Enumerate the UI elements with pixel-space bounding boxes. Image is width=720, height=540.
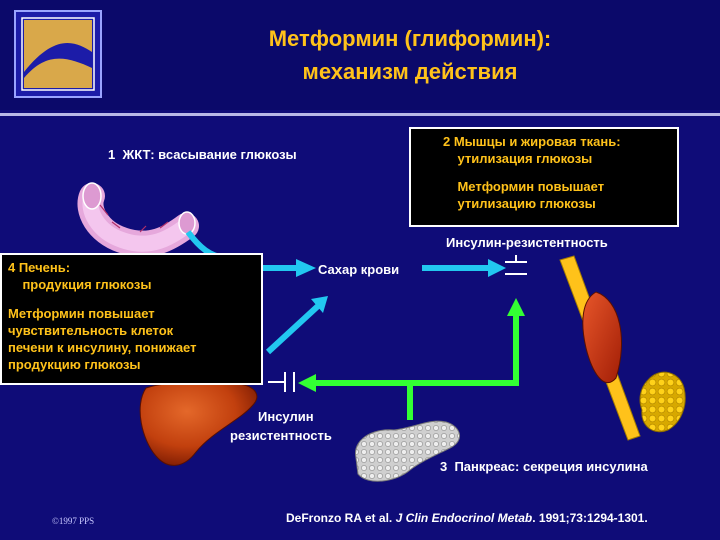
liver-box-line-5: печени к инсулину, понижает	[8, 339, 261, 356]
citation-rest: . 1991;73:1294-1301.	[532, 511, 647, 525]
muscle-illustration	[560, 256, 640, 440]
intestine-illustration	[83, 183, 195, 244]
liver-box-line-6: продукцию глюкозы	[8, 356, 261, 373]
copyright: ©1997 PPS	[52, 516, 94, 526]
pancreas-label: 3 Панкреас: секреция инсулина	[440, 458, 648, 475]
insulin-resistance-bottom-label-1: Инсулин	[258, 408, 314, 425]
liver-box: 4 Печень: продукция глюкозы Метформин по…	[0, 253, 263, 385]
muscle-box-line-1: 2 Мышцы и жировая ткань:	[443, 133, 677, 150]
blood-sugar-label: Сахар крови	[318, 261, 399, 278]
liver-box-line-4: чувствительность клеток	[8, 322, 261, 339]
insulin-resistance-top-label: Инсулин-резистентность	[446, 234, 608, 251]
green-arrows	[298, 298, 525, 420]
liver-box-line-3: Метформин повышает	[8, 305, 261, 322]
citation: DeFronzo RA et al. J Clin Endocrinol Met…	[286, 511, 648, 525]
muscle-box-line-2: утилизация глюкозы	[443, 150, 677, 167]
muscle-box-line-4: утилизацию глюкозы	[443, 195, 677, 212]
muscle-fat-box: 2 Мышцы и жировая ткань: утилизация глюк…	[409, 127, 679, 227]
liver-illustration	[140, 382, 257, 465]
liver-box-line-1: 4 Печень:	[8, 259, 261, 276]
citation-journal: J Clin Endocrinol Metab	[396, 511, 533, 525]
muscle-box-line-3: Метформин повышает	[443, 178, 677, 195]
fat-tissue-illustration	[640, 372, 685, 432]
insulin-resistance-bottom-label-2: резистентность	[230, 427, 332, 444]
liver-box-line-2: продукция глюкозы	[8, 276, 261, 293]
gut-label: 1 ЖКТ: всасывание глюкозы	[108, 146, 297, 163]
citation-authors: DeFronzo RA et al.	[286, 511, 396, 525]
